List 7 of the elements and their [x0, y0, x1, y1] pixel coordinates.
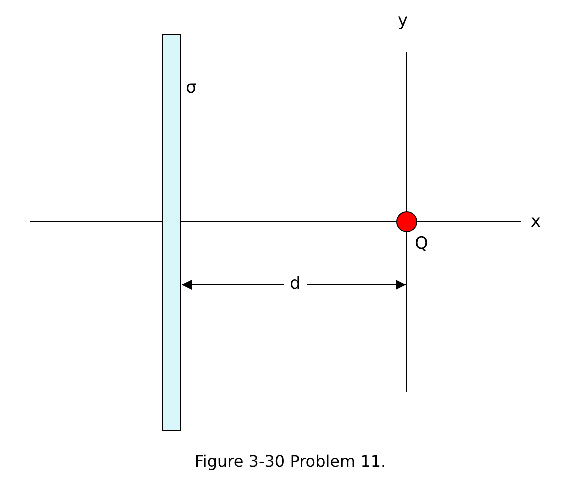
charge-density-label: σ [186, 80, 197, 97]
charged-plate [162, 34, 181, 431]
axis-label: y [398, 13, 408, 30]
axis-label: x [531, 214, 542, 231]
figure-caption: Figure 3-30 Problem 11. [194, 452, 388, 472]
point-charge [396, 212, 418, 232]
charge-label: Q [415, 236, 428, 253]
